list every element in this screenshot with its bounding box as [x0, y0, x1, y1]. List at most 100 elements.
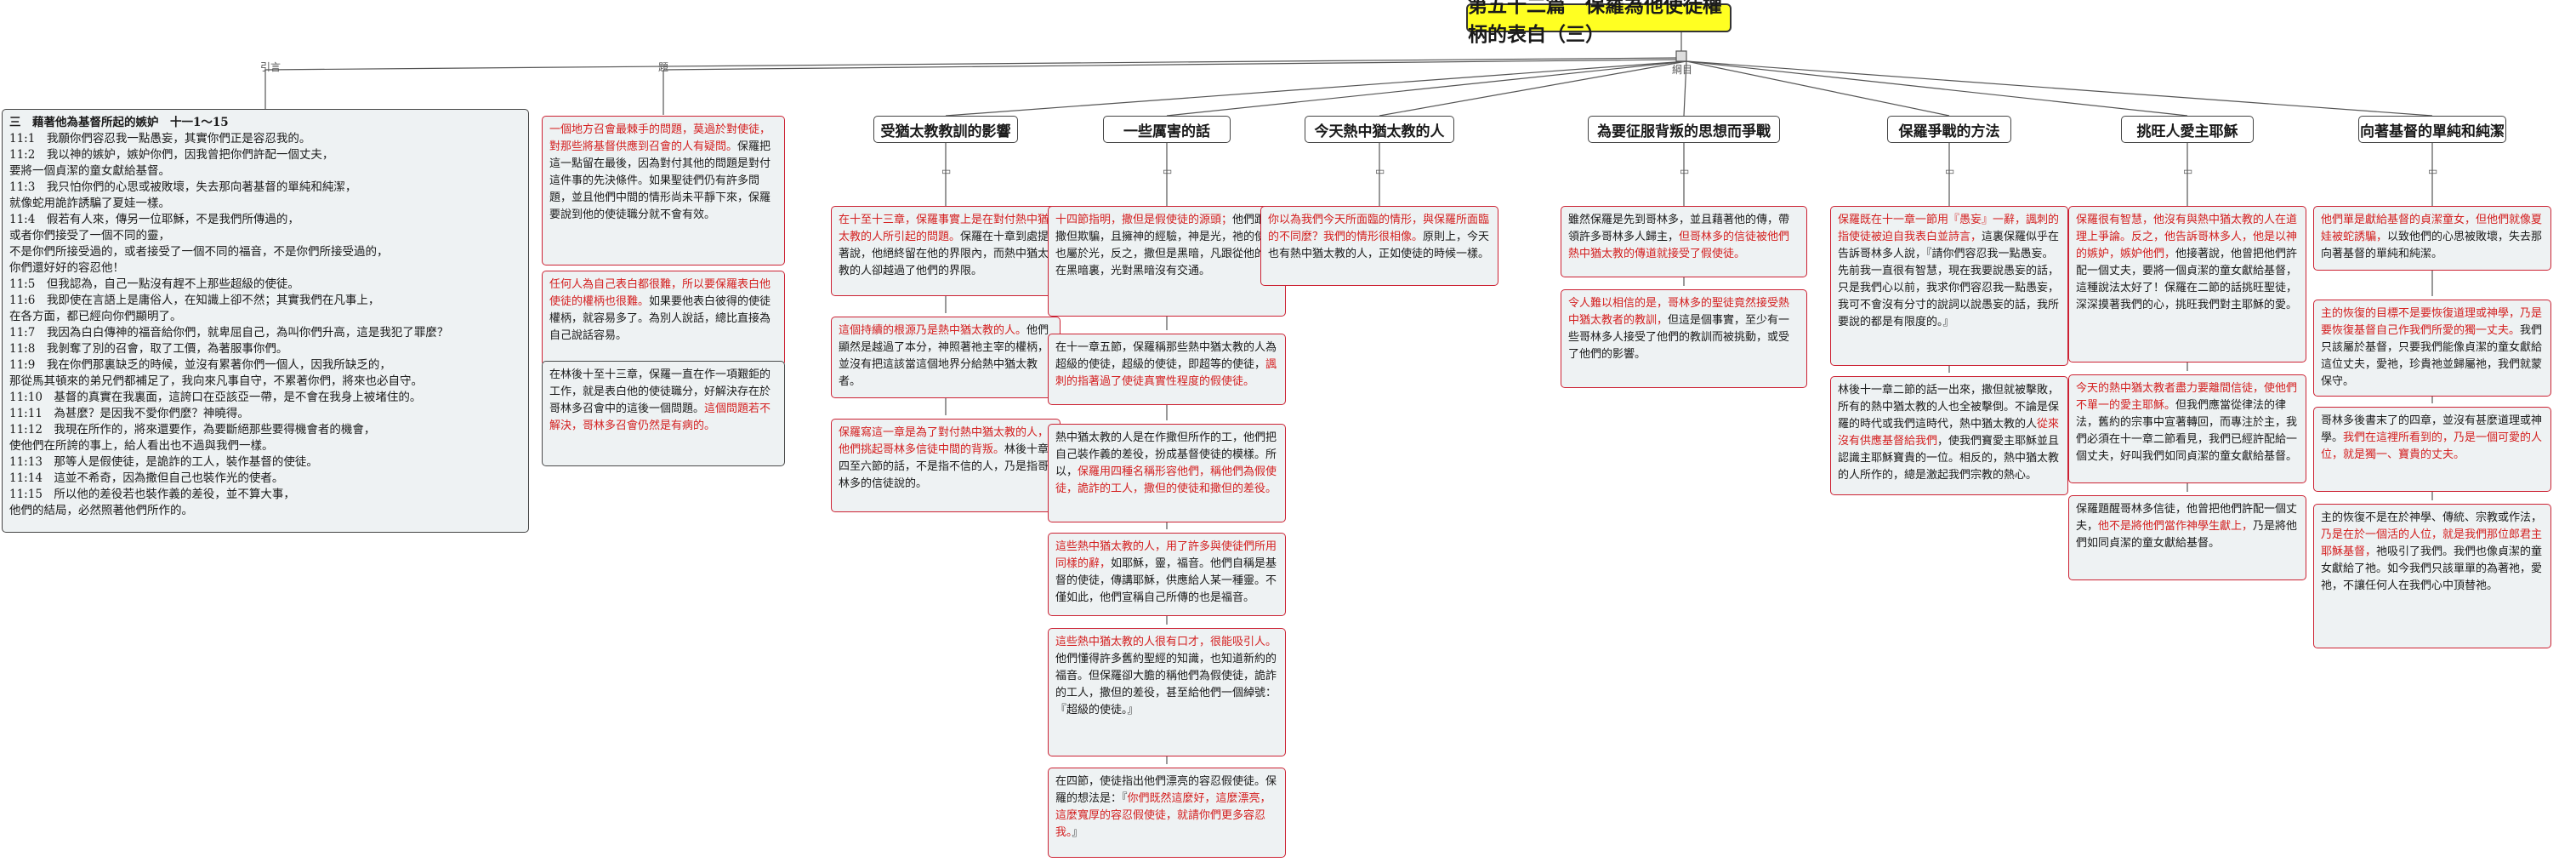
- branch-note-box[interactable]: 這些熱中猶太教的人很有口才，很能吸引人。他們懂得許多舊約聖經的知識，也知道新約的…: [1048, 628, 1286, 756]
- intro-box-1-highlight: 一個地方召會最棘手的問題，莫過於對使徒，對那些將基督供應到召會的人有疑問。: [549, 123, 771, 153]
- scripture-line: 11:8 我剝奪了別的召會，取了工價，為著服事你們。: [9, 342, 288, 356]
- branch-note-box[interactable]: 主的恢復的目標不是要恢復道理或神學，乃是要恢復基督自己作我們所愛的獨一丈夫。我們…: [2313, 300, 2551, 397]
- note-highlight: 你以為我們今天所面臨的情形，與保羅所面臨的不同麼？我們的情形很相像。: [1268, 214, 1490, 243]
- note-highlight: 從來沒有供應基督給我們: [1838, 418, 2060, 448]
- edge-label-intro: 引言: [260, 61, 281, 73]
- scripture-line: 11:14 這並不希奇，因為撒但自己也裝作光的使者。: [9, 471, 284, 485]
- scripture-line: 11:5 但我認為，自己一點沒有趕不上那些超級的使徒。: [9, 277, 299, 291]
- intro-box-3[interactable]: 在林後十至十三章，保羅一直在作一項艱鉅的工作，就是表白他的使徒職分，好解決存在於…: [542, 361, 785, 466]
- scripture-line: 11:13 那等人是假使徒，是詭詐的工人，裝作基督的使徒。: [9, 455, 318, 469]
- note-text: 主的恢復不是在於神學、傳統、宗教或作法，: [2321, 511, 2543, 524]
- note-icon: ▭: [941, 165, 952, 177]
- scripture-line: 在各方面，都已經向你們顯明了。: [9, 310, 182, 323]
- branch-note-box[interactable]: 哥林多後書末了的四章，並沒有甚麼道理或神學。我們在這裡所看到的，乃是一個可愛的人…: [2313, 407, 2551, 492]
- branch-note-box[interactable]: 林後十一章二節的話一出來，撒但就被擊敗，所有的熱中猶太教的人也全被擊倒。不論是保…: [1830, 376, 2068, 495]
- scripture-line: 11:3 我只怕你們的心思或被敗壞，失去那向著基督的單純和純潔，: [9, 180, 357, 194]
- scripture-lines: 11:1 我願你們容忍我一點愚妄，其實你們正是容忍我的。 11:2 我以神的嫉妒，…: [9, 131, 521, 519]
- branch-heading[interactable]: 向著基督的單純和純潔: [2358, 116, 2506, 143]
- note-text: 他們跟著撒但欺騙，且擁神的經驗，神是光，祂的使者也屬於光，反之，撒但是黑暗，凡跟…: [1055, 214, 1277, 277]
- branch-note-box[interactable]: 保羅很有智慧，他沒有與熱中猶太教的人在道理上爭論。反之，他告訴哥林多人，他是以神…: [2068, 206, 2306, 362]
- branch-note-box[interactable]: 你以為我們今天所面臨的情形，與保羅所面臨的不同麼？我們的情形很相像。原則上，今天…: [1260, 206, 1498, 286]
- branch-note-box[interactable]: 保羅題醒哥林多信徒，他曾把他們許配一個丈夫，他不是將他們當作神學生獻上，乃是將他…: [2068, 495, 2306, 580]
- scripture-line: 他們的結局，必然照著他們所作的。: [9, 504, 193, 517]
- note-text: 他們顯然是越過了本分，神照著祂主宰的權柄，並沒有把這該當這個地界分給熱中猶太教者…: [839, 324, 1049, 388]
- note-text: 在十一章五節，保羅稱那些熱中猶太教的人為超級的使徒，超級的使徒，即超等的使徒，: [1055, 341, 1277, 371]
- branch-note-box[interactable]: 保羅寫這一章是為了對付熱中猶太教的人，他們挑起哥林多信徒中間的背叛。林後十章四至…: [831, 419, 1061, 512]
- branch-heading[interactable]: 受猶太教教訓的影響: [873, 116, 1018, 143]
- note-text: 他接著說，他曾把他們許配一個丈夫，要將一個貞潔的童女獻給基督，這種說法太好了！保…: [2076, 248, 2298, 311]
- note-text: 如耶穌，靈，福音。他們自稱是基督的使徒，傳講耶穌，供應給人某一種靈。不僅如此，他…: [1055, 557, 1277, 604]
- note-icon: ▭: [1680, 165, 1690, 177]
- note-icon: ▭: [2428, 165, 2438, 177]
- note-icon: ▭: [1375, 165, 1385, 177]
- intro-box-2-highlight: 任何人為自己表白都很難，所以要保羅表白他使徒的權柄也很難。: [549, 278, 771, 308]
- branch-note-box[interactable]: 在十一章五節，保羅稱那些熱中猶太教的人為超級的使徒，超級的使徒，即超等的使徒，諷…: [1048, 334, 1286, 405]
- note-highlight: 令人難以相信的是，哥林多的聖徒竟然接受熱中猶太教者的教訓，: [1568, 297, 1790, 327]
- branch-heading[interactable]: 為要征服背叛的思想而爭戰: [1588, 116, 1780, 143]
- note-highlight: 保羅用四種名稱形容他們，稱他們為假使徒，詭詐的工人，撒但的使徒和撒但的差役。: [1055, 465, 1277, 495]
- note-highlight: 這些熱中猶太教的人很有口才，很能吸引人。: [1055, 636, 1277, 648]
- scripture-line: 或者你們接受了一個不同的靈，: [9, 229, 170, 243]
- branch-note-box[interactable]: 這些熱中猶太教的人，用了許多與使徒們所用同樣的辭，如耶穌，靈，福音。他們自稱是基…: [1048, 533, 1286, 616]
- note-highlight: 在十至十三章，保羅事實上是在對付熱中猶太教的人所引起的問題。: [839, 214, 1049, 243]
- note-text: 祂吸引了我們。我們也像貞潔的童女獻給了祂。如今我們只該單單的為著祂，愛祂，不讓任…: [2321, 545, 2543, 592]
- intro-box-1[interactable]: 一個地方召會最棘手的問題，莫過於對使徒，對那些將基督供應到召會的人有疑問。保羅把…: [542, 116, 785, 265]
- branch-note-box[interactable]: 十四節指明，撒但是假使徒的源頭；他們跟著撒但欺騙，且擁神的經驗，神是光，祂的使者…: [1048, 206, 1286, 317]
- note-highlight: 保羅寫這一章是為了對付熱中猶太教的人，他們挑起哥林多信徒中間的背叛。: [839, 426, 1049, 456]
- note-text: 但這是個事實，至少有一些哥林多人接受了他們的教訓而被挑動，或受了他們的影響。: [1568, 314, 1790, 361]
- branch-note-box[interactable]: 他們單是獻給基督的貞潔童女，但他們就像夏娃被蛇誘騙，以致他們的心思被敗壞，失去那…: [2313, 206, 2551, 271]
- branch-note-box[interactable]: 在十至十三章，保羅事實上是在對付熱中猶太教的人所引起的問題。保羅在十章到處提著說…: [831, 206, 1061, 296]
- note-text: 他們懂得許多舊約聖經的知識，也知道新約的福音。但保羅卻大膽的稱他們為假使徒，詭詐…: [1055, 653, 1277, 716]
- branch-note-box[interactable]: 雖然保羅是先到哥林多，並且藉著他的傳，帶領許多哥林多人歸主，但哥林多的信徒被他們…: [1561, 206, 1807, 277]
- scripture-line: 11:2 我以神的嫉妒，嫉妒你們，因我曾把你們許配一個丈夫，: [9, 148, 334, 162]
- branch-note-box[interactable]: 今天的熱中猶太教者盡力要離間信徒，使他們不單一的愛主耶穌。但我們應當從律法的律法…: [2068, 374, 2306, 483]
- branch-note-box[interactable]: 熱中猶太教的人是在作撒但所作的工，他們把自己裝作義的差役，扮成基督使徒的模樣。所…: [1048, 424, 1286, 522]
- edge-label-topic: 題: [658, 61, 669, 73]
- branch-note-box[interactable]: 這個持續的根源乃是熱中猶太教的人。他們顯然是越過了本分，神照著祂主宰的權柄，並沒…: [831, 317, 1061, 398]
- scripture-line: 不是你們所接受過的，或者接受了一個不同的福音，不是你們所接受過的，: [9, 245, 389, 259]
- scripture-line: 11:1 我願你們容忍我一點愚妄，其實你們正是容忍我的。: [9, 132, 311, 146]
- edge-label-outline: 綱目: [1672, 64, 1693, 76]
- note-highlight: 主的恢復的目標不是要恢復道理或神學，乃是要恢復基督自己作我們所愛的獨一丈夫。: [2321, 307, 2543, 337]
- note-icon: ▭: [1163, 165, 1173, 177]
- note-text: 這裏保羅似乎在告訴哥林多人說，『請你們容忍我一點愚妄。先前我一直很有智慧，現在我…: [1838, 231, 2060, 328]
- diagram-title[interactable]: 第五十二篇 保羅為他使徒權柄的表白（三）: [1466, 0, 1732, 46]
- note-text: 保羅題醒哥林多信徒，他曾把他們許配一個丈夫，: [2076, 503, 2298, 533]
- note-icon: ▭: [1945, 165, 1955, 177]
- note-highlight: 這個持續的根源乃是熱中猶太教的人。: [839, 324, 1027, 337]
- note-text: 乃是將他們如同貞潔的童女獻給基督。: [2076, 520, 2298, 550]
- scripture-line: 11:7 我因為白白傳神的福音給你們，就卑屈自己，為叫你們升高，這是我犯了罪麼？: [9, 326, 449, 340]
- scripture-line: 11:15 所以他的差役若也裝作義的差役，並不算大事，: [9, 488, 295, 501]
- branch-heading[interactable]: 今天熱中猶太教的人: [1305, 116, 1454, 143]
- scripture-line: 你們還好好的容忍他！: [9, 261, 124, 275]
- intro-box-2[interactable]: 任何人為自己表白都很難，所以要保羅表白他使徒的權柄也很難。如果要他表白彼得的使徒…: [542, 271, 785, 366]
- note-text: 哥林多後書末了的四章，並沒有甚麼道理或神學。: [2321, 414, 2543, 444]
- note-text: 原則上，今天也有熱中猶太教的人，正如使徒的時候一樣。: [1268, 231, 1490, 260]
- branch-note-box[interactable]: 主的恢復不是在於神學、傳統、宗教或作法，乃是在於一個活的人位，就是我們那位郎君主…: [2313, 504, 2551, 648]
- note-highlight: 這些熱中猶太教的人，用了許多與使徒們所用同樣的辭，: [1055, 540, 1277, 570]
- note-highlight: 諷刺的指著過了使徒真實性程度的假使徒。: [1055, 358, 1277, 388]
- branch-heading[interactable]: 挑旺人愛主耶穌: [2121, 116, 2254, 143]
- scripture-line: 11:10 基督的真實在我裏面，這誇口在亞該亞一帶，是不會在我身上被堵住的。: [9, 391, 422, 404]
- note-icon: ▭: [2183, 165, 2193, 177]
- scripture-line: 要將一個貞潔的童女獻給基督。: [9, 164, 170, 178]
- branch-heading[interactable]: 保羅爭戰的方法: [1887, 116, 2011, 143]
- note-text: 但我們應當從律法的律法，舊約的宗事中宣著轉回，而專注於主，我們必須在十一章二節看…: [2076, 399, 2298, 463]
- branch-note-box[interactable]: 令人難以相信的是，哥林多的聖徒竟然接受熱中猶太教者的教訓，但這是個事實，至少有一…: [1561, 289, 1807, 388]
- scripture-heading: 三 藉著他為基督所起的嫉妒 十一1～15: [9, 116, 229, 129]
- note-text: 林後十章四至六節的話，不是指不信的人，乃是指哥林多的信徒說的。: [839, 443, 1049, 490]
- scripture-line: 使他們在所誇的事上，給人看出也不過與我們一樣。: [9, 439, 274, 453]
- intro-box-1-text: 保羅把這一點留在最後，因為對付其他的問題是對付這件事的先決條件。如果聖徒們仍有許…: [549, 140, 771, 221]
- note-text: 熱中猶太教的人是在作撒但所作的工，他們把自己裝作義的差役，扮成基督使徒的模樣。所…: [1055, 431, 1277, 478]
- scripture-line: 11:12 我現在所作的，將來還要作，為要斷絕那些要得機會者的機會，: [9, 423, 376, 437]
- note-highlight: 今天的熱中猶太教者盡力要離間信徒，使他們不單一的愛主耶穌。: [2076, 382, 2298, 412]
- branch-heading[interactable]: 一些厲害的話: [1103, 116, 1231, 143]
- branch-note-box[interactable]: 保羅既在十一章一節用『愚妄』一辭，諷刺的指使徒被迫自我表白並詩言，這裏保羅似乎在…: [1830, 206, 2068, 366]
- intro-box-2-text: 如果要他表白彼得的使徒權柄，就容易多了。為別人說話，總比直接為自己說話容易。: [549, 295, 771, 342]
- scripture-line: 就像蛇用詭詐誘騙了夏娃一樣。: [9, 197, 170, 210]
- branch-note-box[interactable]: 在四節，使徒指出他們漂亮的容忍假使徒。保羅的想法是：『你們既然這麼好，這麼漂亮，…: [1048, 768, 1286, 858]
- scripture-line: 11:11 為甚麼？是因我不愛你們麼？神曉得。: [9, 407, 249, 420]
- scripture-box: 三 藉著他為基督所起的嫉妒 十一1～15 11:1 我願你們容忍我一點愚妄，其實…: [2, 109, 529, 533]
- note-text: 』: [1072, 826, 1083, 839]
